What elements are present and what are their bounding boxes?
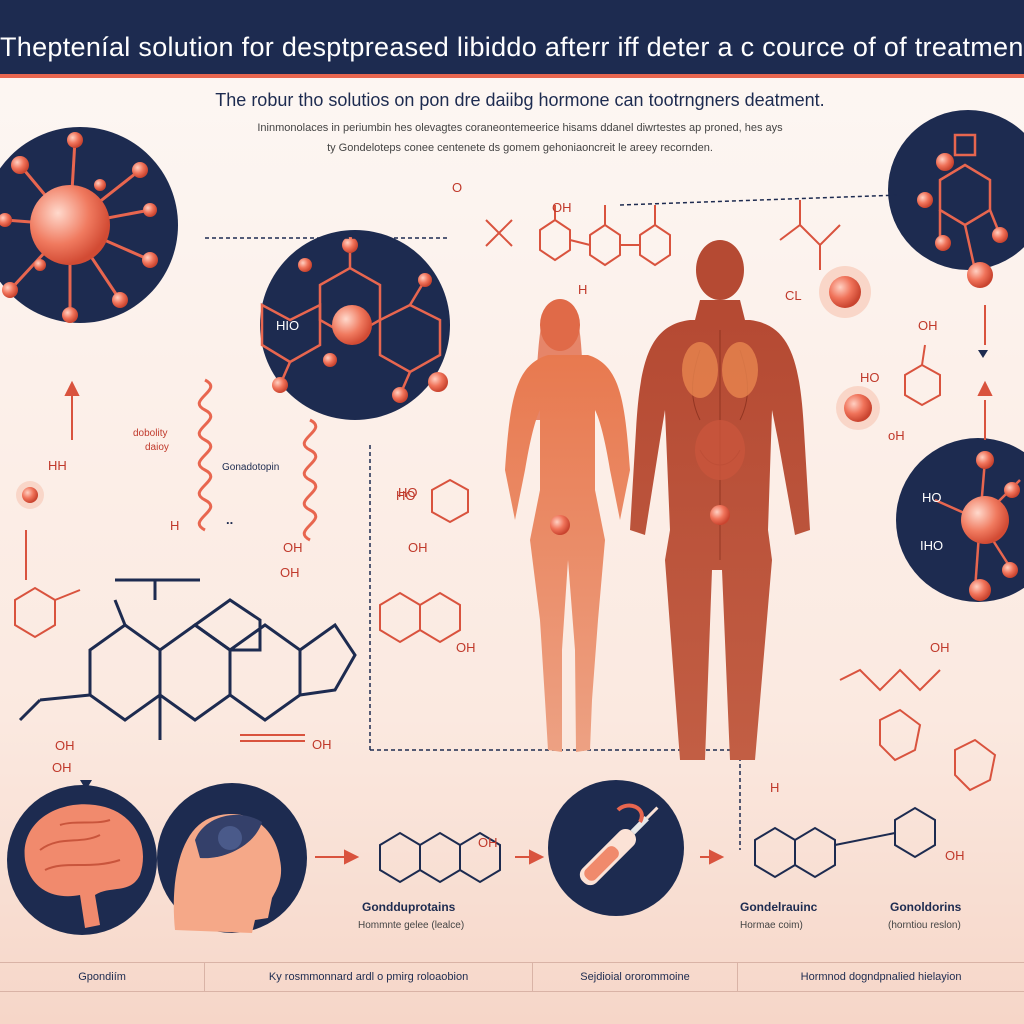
- caption-left-sub: Hommnte gelee (lealce): [358, 920, 465, 931]
- label-gonadotropin: Gonadotopin: [222, 462, 280, 473]
- footer-item-2: Ky rosmmonnard ardl o pmirg roloaobion: [205, 963, 533, 991]
- female-figure: [505, 299, 630, 752]
- molecule-circle-top-left: [0, 127, 178, 323]
- body-text-line-2: ty Gondeloteps conee centenete ds gomem …: [327, 142, 713, 154]
- caption-left-name: Gondduprotains: [362, 900, 456, 914]
- label-oh-4: OH: [456, 640, 476, 655]
- molecule-circle-center-left: [260, 230, 450, 420]
- syringe-circle: [548, 780, 684, 916]
- label-h-mid: H: [770, 780, 780, 795]
- label-iho-circle-right: IHO: [920, 538, 944, 553]
- label-ho-1: HO: [398, 485, 418, 500]
- label-ho-3: HO: [396, 488, 416, 503]
- label-oh-11: oH: [888, 428, 905, 443]
- label-oh-2: OH: [280, 565, 300, 580]
- caption-right-sub: (horntiou reslon): [888, 920, 961, 931]
- label-cl: CL: [785, 288, 802, 303]
- label-oh-6: OH: [55, 738, 75, 753]
- label-oh-12: OH: [918, 318, 938, 333]
- caption-mid-name: Gondelrauinc: [740, 900, 818, 914]
- footer-item-4: Hormnod dogndpnalied hielayion: [800, 971, 962, 983]
- label-h-small: H: [170, 518, 180, 533]
- head-circle: [157, 783, 307, 933]
- label-o-top: O: [452, 180, 463, 195]
- skeletal-structures-bottom: [379, 806, 936, 884]
- label-oh-7: OH: [52, 760, 72, 775]
- floating-spheres: [16, 266, 880, 509]
- molecule-circle-top-right: [888, 110, 1024, 288]
- title-bar: Thepteníal solution for desptpreased lib…: [0, 0, 1024, 78]
- label-oh-3: OH: [408, 540, 428, 555]
- label-hh: HH: [48, 458, 67, 473]
- footer-item-1: Gpondiím: [0, 963, 206, 991]
- label-daioy: daioy: [145, 442, 169, 453]
- helix-structures: [197, 378, 318, 542]
- label-ho-circle-left: HIO: [276, 318, 300, 333]
- page-title: Thepteníal solution for desptpreased lib…: [0, 32, 1024, 62]
- page-subtitle: The robur tho solutios on pon dre daiibg…: [215, 90, 825, 110]
- steroid-ring-structure: [18, 578, 357, 740]
- label-oh-9: OH: [945, 848, 965, 863]
- footer-item-3: Sejdioial ororommoine: [533, 963, 739, 991]
- caption-right-name: Gonoldorins: [890, 900, 962, 914]
- arrows: [25, 305, 993, 865]
- label-oh-5: OH: [312, 737, 332, 752]
- body-text-line-1: Ininmonolaces in periumbin hes olevagtes…: [257, 122, 783, 134]
- label-oh-top: OH: [552, 200, 572, 215]
- caption-mid-sub: Hormae coim): [740, 920, 803, 931]
- male-figure: [630, 240, 810, 760]
- label-h-top: H: [578, 282, 588, 297]
- label-dobolity: dobolity: [133, 428, 168, 439]
- label-ho-circle-right: HO: [922, 490, 942, 505]
- label-oh-10: OH: [930, 640, 950, 655]
- skeletal-chain-right: [779, 200, 941, 407]
- footer-bar: Gpondiím Ky rosmmonnard ardl o pmirg rol…: [0, 962, 1024, 992]
- molecule-circle-mid-right: [896, 438, 1024, 602]
- label-dots: ..: [226, 512, 234, 527]
- label-ho-2: HO: [860, 370, 880, 385]
- label-oh-8: OH: [478, 835, 498, 850]
- label-oh-1: OH: [283, 540, 303, 555]
- brain-circle: [7, 785, 157, 935]
- skeletal-structure-top: [485, 205, 671, 267]
- side-ring-structures: [14, 478, 997, 792]
